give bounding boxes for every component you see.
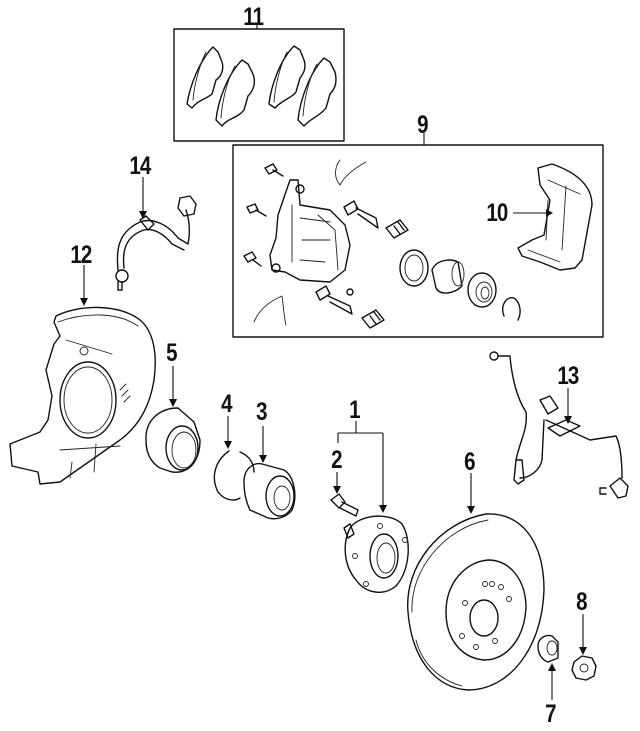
callout-12: 12 [70, 241, 92, 269]
lock-cap [537, 634, 559, 700]
callout-14: 14 [129, 152, 151, 180]
callout-4: 4 [221, 390, 232, 418]
dust-deflector [145, 366, 201, 473]
callout-5: 5 [166, 339, 177, 367]
callout-7: 7 [545, 700, 556, 728]
callout-11: 11 [243, 3, 264, 31]
brake-rotor [407, 473, 545, 691]
abs-sensor [489, 351, 629, 499]
brake-hose [115, 177, 197, 291]
caliper-assembly-box [232, 133, 604, 338]
brake-pad-set-box [173, 24, 345, 142]
callout-10: 10 [486, 199, 508, 227]
callout-3: 3 [256, 398, 267, 426]
snap-ring [213, 416, 255, 501]
callout-8: 8 [576, 588, 587, 616]
callout-13: 13 [557, 362, 579, 390]
hub-nut [571, 614, 597, 681]
wheel-bearing [243, 426, 296, 520]
hub-assembly [330, 421, 409, 593]
callout-6: 6 [464, 448, 475, 476]
callout-1: 1 [349, 396, 360, 424]
splash-shield [9, 265, 156, 485]
callout-9: 9 [417, 111, 428, 139]
callout-2: 2 [331, 446, 342, 474]
